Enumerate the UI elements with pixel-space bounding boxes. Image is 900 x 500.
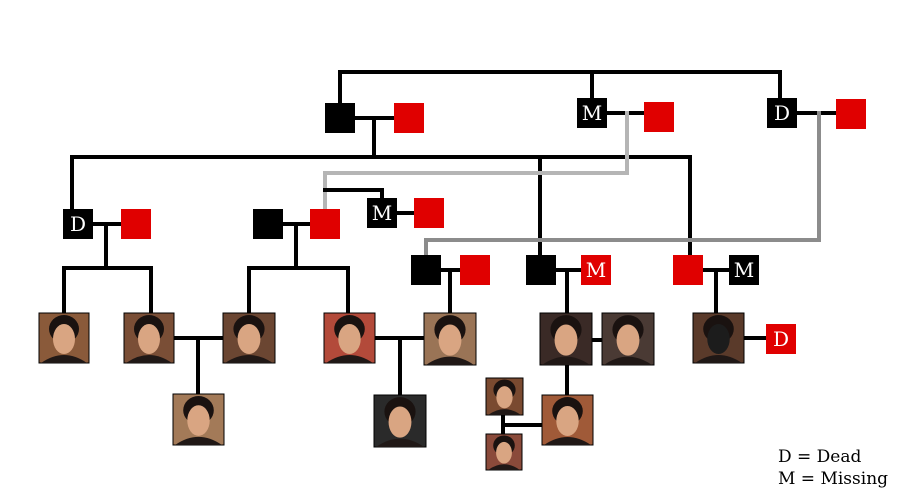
female-node-c3-f xyxy=(673,255,703,285)
node-square xyxy=(766,324,796,354)
connector-line xyxy=(424,111,821,272)
node-square xyxy=(325,103,355,133)
connector-line xyxy=(247,266,350,315)
node-square xyxy=(310,209,340,239)
connector-line xyxy=(323,111,629,226)
portrait-p5 xyxy=(423,312,477,366)
connector-lines xyxy=(62,70,838,436)
male-node-b1-m: D xyxy=(63,209,93,239)
male-node-g3-m: D xyxy=(767,98,797,128)
male-node-c2-m xyxy=(526,255,556,285)
portrait-face xyxy=(187,405,210,436)
person-nodes: M D D M M M D xyxy=(63,98,866,354)
male-node-b2-m xyxy=(253,209,283,239)
node-square xyxy=(414,198,444,228)
portrait-p4 xyxy=(323,312,376,364)
node-square xyxy=(767,98,797,128)
connector-line xyxy=(338,70,782,120)
node-square xyxy=(644,102,674,132)
portrait-shoulders xyxy=(41,355,87,363)
portrait-face xyxy=(556,406,579,436)
portrait-p9 xyxy=(172,393,225,446)
legend-missing: M = Missing xyxy=(778,469,889,489)
female-node-g2-f xyxy=(644,102,674,132)
portrait-face xyxy=(237,324,261,354)
portrait-shoulders xyxy=(426,356,474,365)
portrait-shoulders xyxy=(604,356,652,365)
node-mark-label: D xyxy=(70,212,86,236)
portrait-face xyxy=(338,324,361,354)
portrait-face xyxy=(138,324,160,354)
node-mark-label: M xyxy=(734,258,754,282)
node-square xyxy=(581,255,611,285)
female-node-g3-f xyxy=(836,99,866,129)
node-square xyxy=(460,255,490,285)
node-square xyxy=(394,103,424,133)
female-node-b1-f xyxy=(121,209,151,239)
portrait-face xyxy=(53,324,75,354)
portrait-p10 xyxy=(373,394,427,448)
male-node-g1-m xyxy=(325,103,355,133)
node-mark-label: M xyxy=(372,201,392,225)
portrait-shoulders xyxy=(126,355,172,363)
node-square xyxy=(729,255,759,285)
portrait-shoulders xyxy=(488,409,521,415)
portrait-face xyxy=(496,386,513,409)
portrait-p7 xyxy=(601,312,655,366)
node-square xyxy=(253,209,283,239)
portrait-shoulders xyxy=(695,355,742,363)
connector-line xyxy=(70,155,692,272)
connector-line xyxy=(62,266,153,315)
node-mark-label: M xyxy=(582,101,602,125)
node-square xyxy=(411,255,441,285)
node-mark-label: D xyxy=(773,327,789,351)
portrait-face xyxy=(388,406,412,438)
female-node-c1-f xyxy=(460,255,490,285)
legend-dead: D = Dead xyxy=(778,447,862,467)
node-mark-label: D xyxy=(774,101,790,125)
portrait-face xyxy=(496,441,512,464)
portrait-face xyxy=(707,324,730,354)
portrait-shoulders xyxy=(376,438,424,447)
female-node-b3-f xyxy=(414,198,444,228)
node-square xyxy=(367,198,397,228)
female-node-g1-f xyxy=(394,103,424,133)
portrait-p2 xyxy=(123,312,175,364)
portrait-p3 xyxy=(222,312,276,364)
portrait-shoulders xyxy=(225,355,273,363)
male-node-b3-m: M xyxy=(367,198,397,228)
node-square xyxy=(836,99,866,129)
node-square xyxy=(577,98,607,128)
portrait-p12 xyxy=(485,433,523,471)
node-mark-label: M xyxy=(586,258,606,282)
portrait-p13 xyxy=(541,394,594,446)
female-node-mask-partner: D xyxy=(766,324,796,354)
portrait-face xyxy=(616,324,640,356)
male-node-c1-m xyxy=(411,255,441,285)
portrait-face xyxy=(554,324,578,356)
node-square xyxy=(63,209,93,239)
portrait-p8 xyxy=(692,312,745,364)
node-square xyxy=(121,209,151,239)
portrait-p6 xyxy=(539,312,593,366)
portrait-p11 xyxy=(485,377,524,416)
portrait-shoulders xyxy=(175,436,222,445)
male-node-g2-m: M xyxy=(577,98,607,128)
portrait-shoulders xyxy=(326,355,373,363)
portrait-shoulders xyxy=(544,437,591,445)
portrait-shoulders xyxy=(488,464,520,470)
portraits xyxy=(38,312,745,471)
portrait-p1 xyxy=(38,312,90,364)
female-node-c2-f: M xyxy=(581,255,611,285)
male-node-c3-m: M xyxy=(729,255,759,285)
node-square xyxy=(673,255,703,285)
portrait-shoulders xyxy=(542,356,590,365)
legend: D = Dead M = Missing xyxy=(778,446,888,490)
female-node-b2-f xyxy=(310,209,340,239)
portrait-face xyxy=(438,324,462,356)
node-square xyxy=(526,255,556,285)
